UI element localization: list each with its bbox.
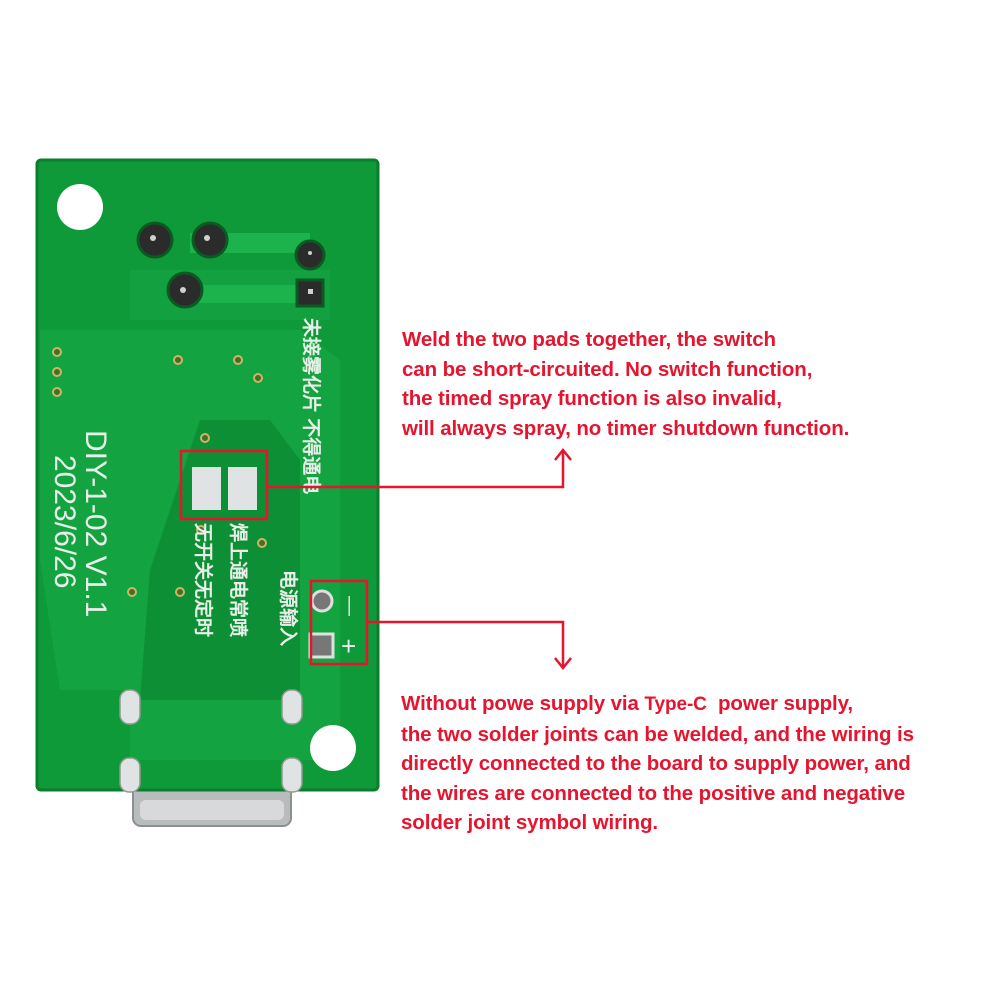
silk-date: 2023/6/26 — [48, 455, 81, 588]
note-line: will always spray, no timer shutdown fun… — [402, 416, 850, 440]
note-text: Without powe supply via — [401, 692, 645, 715]
mounting-hole — [57, 184, 103, 230]
callout-power — [309, 579, 572, 671]
switch-note: Weld the two pads together, the switch c… — [402, 325, 849, 443]
solder-pad — [192, 467, 221, 510]
note-line: the timed spray function is also invalid… — [402, 387, 782, 411]
power-note: Without powe supply via Type-C power sup… — [401, 689, 914, 838]
silk-plus: + — [341, 631, 356, 661]
note-line: Weld the two pads together, the switch — [402, 328, 776, 351]
note-line: the wires are connected to the positive … — [401, 781, 906, 805]
silk-minus: — — [339, 596, 361, 616]
silk-solder-line2: 无开关无定时 — [192, 523, 215, 637]
note-line: the two solder joints can be welded, and… — [401, 722, 914, 746]
mounting-hole — [310, 725, 356, 771]
power-pad-negative — [310, 589, 334, 613]
note-text: power supply, — [706, 692, 854, 715]
silk-model: DIY-1-02 V1.1 — [79, 430, 112, 617]
power-pad-positive — [308, 632, 335, 659]
silk-solder-line1: 焊上通电常喷 — [227, 523, 250, 637]
note-line: Without powe supply via Type-C power sup… — [401, 689, 914, 720]
solder-pad — [228, 467, 257, 510]
note-line: directly connected to the board to suppl… — [401, 752, 911, 776]
callout-switch — [179, 447, 572, 521]
type-c-label: Type-C — [644, 694, 707, 715]
note-line: solder joint symbol wiring. — [401, 811, 658, 835]
silk-power-input: 电源输入 — [277, 570, 300, 646]
silk-warning: 未接雾化片 不得通电 — [300, 317, 323, 494]
note-line: can be short-circuited. No switch functi… — [402, 357, 813, 381]
